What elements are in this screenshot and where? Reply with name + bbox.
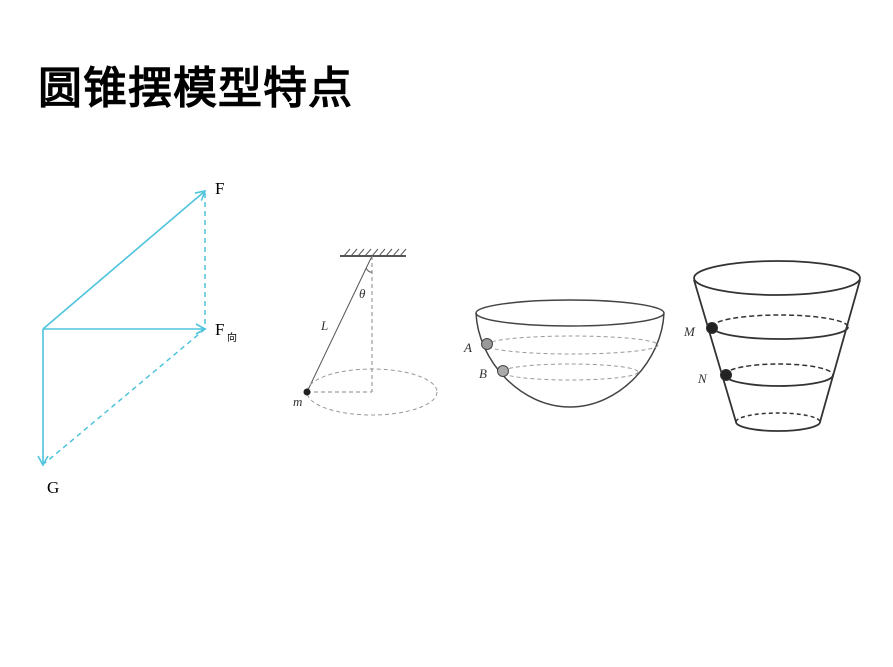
- hemispherical-bowl: [475, 299, 665, 408]
- orbit-n-back: [724, 363, 834, 376]
- orbit-b: [501, 363, 639, 381]
- force-f-arrow: [42, 189, 207, 330]
- inverted-cone: [693, 260, 861, 432]
- bowl-body: [475, 312, 665, 408]
- label-fnet: F: [215, 320, 224, 339]
- cone-bottom-back: [735, 412, 821, 423]
- ceiling-hatch: [343, 248, 407, 257]
- angle-arc: [365, 267, 373, 273]
- orbit-n-front: [724, 374, 834, 387]
- orbit-m-front: [711, 326, 849, 340]
- conical-pendulum: [303, 248, 438, 416]
- mass-ball: [303, 388, 311, 396]
- label-b: B: [479, 366, 487, 381]
- force-diagram: F F 向 G: [37, 179, 237, 497]
- orbit-m-back: [711, 314, 849, 328]
- cone-top: [693, 260, 861, 296]
- cone-left-side: [693, 279, 737, 423]
- label-m: M: [683, 324, 696, 339]
- orbit-ellipse: [306, 368, 438, 416]
- string: [306, 255, 373, 393]
- orbit-a: [485, 335, 659, 355]
- label-mass: m: [293, 394, 302, 409]
- slide-title: 圆锥摆模型特点: [38, 63, 353, 114]
- ball-a: [481, 338, 493, 350]
- label-g: G: [47, 478, 59, 497]
- ball-m: [706, 322, 718, 334]
- bowl-rim: [475, 299, 665, 327]
- cone-bottom-front: [735, 421, 821, 432]
- label-theta: θ: [359, 286, 366, 301]
- label-a: A: [463, 340, 472, 355]
- cone-right-side: [819, 279, 861, 423]
- ball-b: [497, 365, 509, 377]
- label-n: N: [697, 371, 708, 386]
- label-f: F: [215, 179, 224, 198]
- dashed-fnet-to-g: [44, 328, 206, 464]
- label-fnet-sub: 向: [227, 331, 237, 344]
- label-length: L: [320, 318, 328, 333]
- ball-n: [720, 369, 732, 381]
